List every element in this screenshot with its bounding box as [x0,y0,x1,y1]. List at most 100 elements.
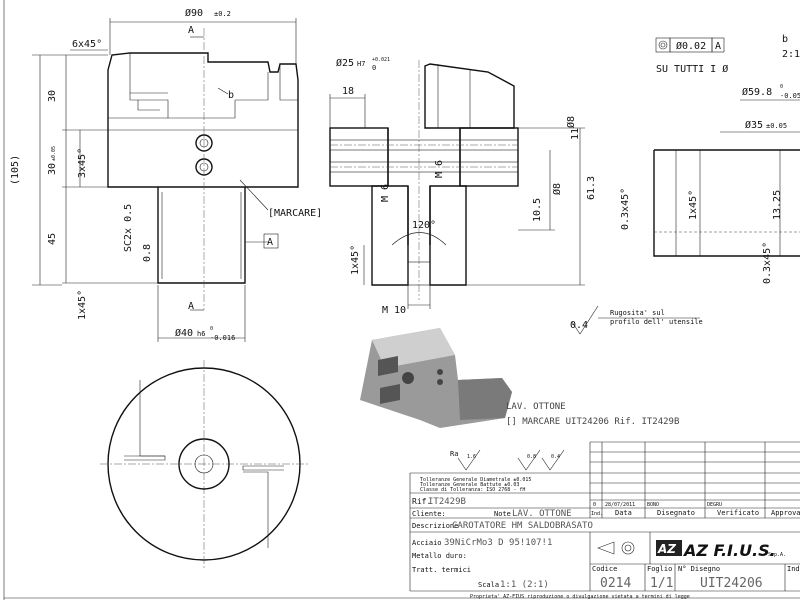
bore-fit: H7 [357,60,365,68]
dim-1x45: 1x45° [77,290,88,320]
section-view: Ø25 H7 +0.021 0 18 11 Ø8 Ø8 M 6 M 6 10.5… [329,57,703,335]
datum-a: A [267,237,273,248]
dim-11: 11 [570,128,581,140]
dim-45: 45 [47,233,58,245]
top-diameter-dim: Ø90 [185,7,203,19]
rev-index: 0 [593,502,596,508]
dim-59-8-upper: 0 [780,84,783,90]
title-block: Ra 1.6 0.8 0.4 Tolleranze Generale Diame… [409,441,800,600]
right-view: Ø0.02 A SU TUTTI I Ø b 2:1 Ø59.8 0 -0.05… [620,34,800,284]
rev-header-verificato: Verificato [717,509,759,517]
dim-18: 18 [342,86,354,97]
dim-61-3: 61.3 [586,176,597,200]
rev-designer: BONO [647,502,659,508]
bore-dim: Ø25 [336,57,354,69]
isometric-render [360,328,512,428]
dim-13-25: 13.25 [772,190,783,220]
dim-03x45-b: 0.3x45° [762,242,773,284]
ra-value-1: 1.6 [467,454,476,460]
disegno-label: N° Disegno [678,565,720,573]
dim-59-8: Ø59.8 [742,86,772,98]
rough-note-1: Rugosita' sul [610,309,665,317]
acciaio-label: Acciaio [412,539,442,547]
footer-note: Proprieta' AZ-FIUS riproduzione o divulg… [470,594,690,600]
logo-text: AZ F.I.U.S. [682,541,776,560]
scala-value: 1:1 (2:1) [500,580,549,590]
tratt-label: Tratt. termici [412,566,471,574]
dim-phi8-a: Ø8 [565,116,577,128]
logo-az: AZ [657,542,676,556]
label-b-right: b [782,34,788,45]
company-logo: AZ AZ F.I.U.S. S.p.A. [656,540,786,560]
disegno-value: UIT24206 [700,576,763,591]
foglio-value: 1/1 [650,576,673,591]
bottom-lower: -0.016 [210,334,235,342]
front-view: Ø90 ±0.2 6x45° A A b 30 30 ±0.05 (105) 3… [10,7,322,342]
bore-upper: +0.021 [372,57,390,63]
dim-10-5: 10.5 [532,198,543,222]
note-label: Note [494,510,511,518]
ra-value-2: 0.8 [527,454,536,460]
dim-30-tol: ±0.05 [51,146,57,161]
metallo-label: Metallo duro: [412,552,467,560]
descrizione-value: CAROTATORE HM SALDOBRASATO [452,521,593,531]
cliente-label: Cliente: [412,510,446,518]
dim-m6-a: M 6 [380,184,391,202]
dim-3x45: 3x45° [77,148,88,178]
rev-header-approvato: Approvato [771,509,800,517]
notes: LAV. OTTONE [] MARCARE UIT24206 Rif. IT2… [506,402,679,427]
tol-value: Ø0.02 [676,40,706,52]
descrizione-label: Descrizione [412,522,458,530]
marking-note: [] MARCARE UIT24206 Rif. IT2429B [506,417,679,427]
rif-label: Rif. [412,497,431,506]
bottom-diameter-dim: Ø40 [175,327,193,339]
rough-08: 0.8 [142,244,153,262]
marcare-label: [MARCARE] [268,208,322,219]
rev-header-disegnato: Disegnato [657,509,695,517]
dim-35-tol: ±0.05 [766,122,787,130]
top-diameter-tol: ±0.2 [214,10,231,18]
tol-line-3: Classe di Tolleranza: ISO 2768 - fH [420,487,525,493]
dim-1x45-right: 1x45° [688,190,699,220]
dim-59-8-lower: -0.05 [780,92,800,100]
foglio-label: Foglio [647,565,672,573]
bore-lower: 0 [372,64,376,72]
tol-note: SU TUTTI I Ø [656,63,728,75]
codice-value: 0214 [600,576,631,591]
bottom-fit: h6 [197,330,205,338]
rev-header-ind: Ind. [591,511,603,517]
material-note: LAV. OTTONE [506,402,566,412]
tol-line-2: Tolleranze Generale Battute ±0.03 [420,482,519,488]
rif-value: IT2429B [428,497,466,507]
acciaio-value: 39NiCrMo3 D 95!107!1 [444,538,552,548]
ra-value-3: 0.4 [551,454,560,460]
dim-phi8-b: Ø8 [551,183,563,195]
chamfer-top-dim: 6x45° [72,39,102,50]
rough-04: 0.4 [570,320,588,331]
rough-note-2: profilo dell' utensile [610,318,703,326]
section-mark-top: A [188,25,194,36]
dim-120: 120° [412,220,436,231]
dim-m10: M 10 [382,305,406,316]
dim-105: (105) [10,155,21,185]
ra-label: Ra [450,450,458,458]
logo-suffix: S.p.A. [768,552,786,558]
tol-line-1: Tolleranze Generale Diametrale ±0.015 [420,477,531,483]
rev-verifier: DEGRU [707,502,722,508]
tol-datum: A [715,41,721,52]
note-value: LAV. OTTONE [512,509,572,519]
dim-03x45-a: 0.3x45° [620,188,631,230]
dim-m6-b: M 6 [434,160,445,178]
dim-sc2x05: SC2x 0.5 [123,204,134,252]
dim-30-tol-value: 30 [47,163,58,175]
scala-label: Scala [478,581,499,589]
scale-2-1: 2:1 [782,49,800,60]
ind-label: Ind [787,565,800,573]
dim-30: 30 [47,90,58,102]
bottom-upper: 0 [210,326,213,332]
label-b: b [228,90,234,101]
plan-view [100,360,308,568]
section-mark-bottom: A [188,301,194,312]
dim-35: Ø35 [745,119,763,131]
